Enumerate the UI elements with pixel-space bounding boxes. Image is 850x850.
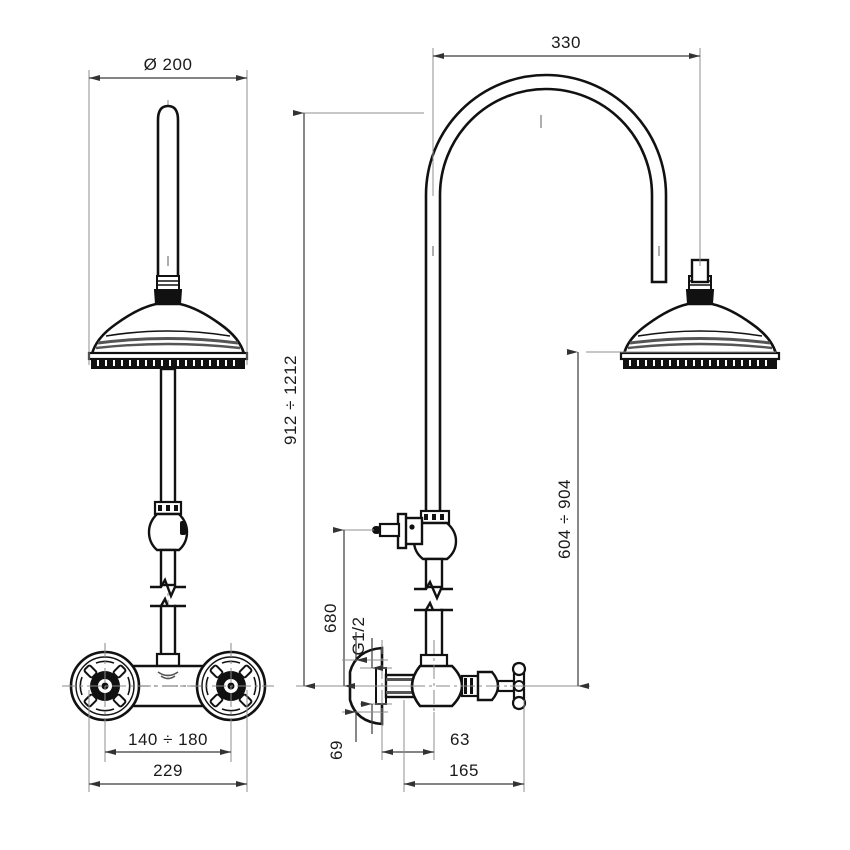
side-gooseneck <box>424 73 668 522</box>
front-adjustable-tube <box>150 548 186 668</box>
front-view-dimensions: Ø 200 140 ÷ 180 229 <box>88 55 248 792</box>
dim-offset-label: 69 <box>327 740 346 760</box>
side-shower-head <box>619 274 781 371</box>
dim-reach-label: 330 <box>551 33 581 52</box>
dim-thread-label: G1/2 <box>349 617 368 656</box>
dim-total-depth-label: 165 <box>449 761 479 780</box>
side-outlet-spout <box>348 512 424 550</box>
front-shower-head <box>87 274 249 371</box>
dim-riser-height-label: 680 <box>321 603 340 633</box>
side-riser-coupling <box>412 509 458 561</box>
front-gooseneck-tube <box>156 104 180 287</box>
side-elevation-view <box>336 73 781 740</box>
front-riser-coupling <box>147 500 189 552</box>
dim-valve-width-label: 229 <box>153 761 183 780</box>
dim-head-height-label: 604 ÷ 904 <box>555 479 574 559</box>
dim-head-diameter-label: Ø 200 <box>144 55 193 74</box>
front-elevation-view <box>62 100 274 729</box>
break-line-upper <box>150 577 186 600</box>
front-lower-riser <box>159 367 177 506</box>
dim-inlet-centres-label: 140 ÷ 180 <box>128 730 208 749</box>
side-view-dimensions: 330 912 ÷ 1212 604 ÷ 904 680 G1/2 <box>281 33 776 792</box>
dim-valve-depth-label: 63 <box>450 730 470 749</box>
dim-overall-height-label: 912 ÷ 1212 <box>281 355 300 445</box>
side-break-line-upper <box>414 579 453 601</box>
